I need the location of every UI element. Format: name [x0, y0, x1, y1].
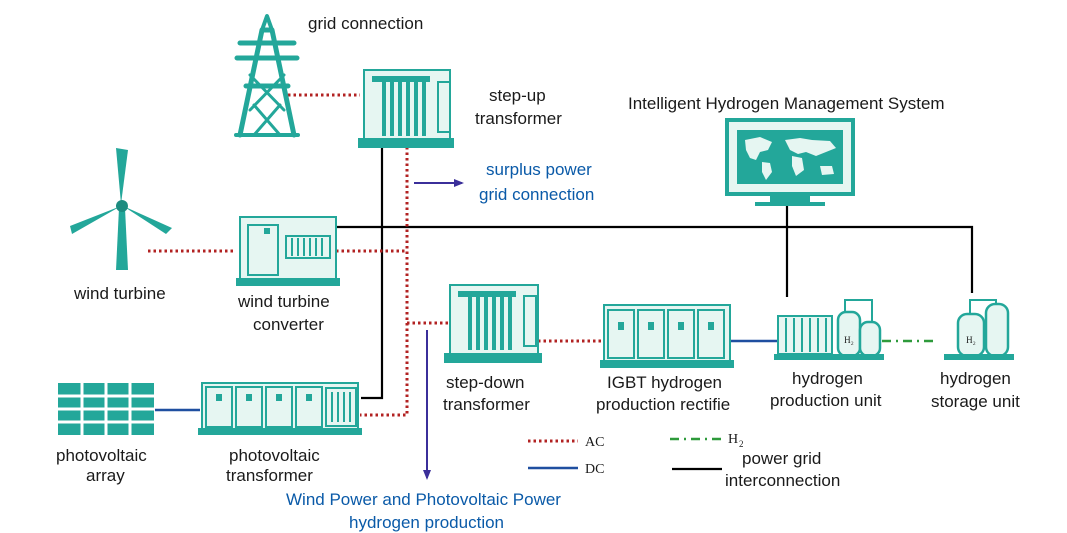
wind-turbine-converter-icon: [236, 216, 340, 286]
management-monitor-icon: [725, 118, 855, 206]
legend-h2-label: H: [728, 432, 738, 447]
wind-turbine-converter-label: converter: [253, 315, 324, 334]
world-map-icon: [745, 137, 836, 180]
ac-line: [360, 147, 409, 417]
photovoltaic-array-label: photovoltaic: [56, 446, 147, 465]
hydrogen-production-unit-icon: H₂: [774, 299, 884, 360]
wind-pv-hydrogen-label: Wind Power and Photovoltaic Power: [286, 490, 561, 509]
igbt-rectifier-icon: [600, 304, 734, 368]
step-down-transformer-icon: [444, 284, 542, 363]
wind-turbine-label: wind turbine: [73, 284, 166, 303]
hydrogen-storage-label: hydrogen: [940, 369, 1011, 388]
hydrogen-storage-unit-icon: H₂: [944, 299, 1014, 360]
photovoltaic-array-label: array: [86, 466, 125, 485]
photovoltaic-transformer-icon: [198, 382, 362, 435]
grid-connection-label: grid connection: [308, 14, 423, 33]
legend-h2-subscript: 2: [739, 439, 744, 449]
photovoltaic-array-icon: [58, 383, 154, 435]
production-tank-mark: H₂: [844, 335, 854, 345]
wind-turbine-converter-label: wind turbine: [237, 292, 330, 311]
interconnect-line: [336, 225, 974, 293]
legend-dc-label: DC: [585, 462, 604, 477]
igbt-label: production rectifie: [596, 395, 730, 414]
wind-pv-hydrogen-label: hydrogen production: [349, 513, 504, 532]
legend-ac-label: AC: [585, 435, 604, 450]
step-up-transformer-icon: [358, 69, 454, 148]
step-down-label: transformer: [443, 395, 530, 414]
interconnect-line: [361, 147, 384, 400]
hydrogen-production-label: production unit: [770, 391, 882, 410]
legend-grid-label: interconnection: [725, 471, 840, 490]
photovoltaic-transformer-label: photovoltaic: [229, 446, 320, 465]
storage-tank-mark: H₂: [966, 335, 976, 345]
hydrogen-storage-label: storage unit: [931, 392, 1020, 411]
surplus-power-label: grid connection: [479, 185, 594, 204]
pylon-icon: [234, 14, 300, 138]
legend: AC DC H 2 power grid interconnection: [528, 432, 840, 490]
hydrogen-production-label: hydrogen: [792, 369, 863, 388]
step-up-label: transformer: [475, 109, 562, 128]
photovoltaic-transformer-label: transformer: [226, 466, 313, 485]
ihms-label: Intelligent Hydrogen Management System: [628, 94, 945, 113]
step-up-label: step-up: [489, 86, 546, 105]
surplus-power-label: surplus power: [486, 160, 592, 179]
igbt-label: IGBT hydrogen: [607, 373, 722, 392]
labels: grid connection step-up transformer surp…: [56, 14, 1020, 532]
step-down-label: step-down: [446, 373, 524, 392]
wind-turbine-icon: [70, 148, 172, 270]
connections: [148, 93, 974, 480]
legend-grid-label: power grid: [742, 449, 821, 468]
